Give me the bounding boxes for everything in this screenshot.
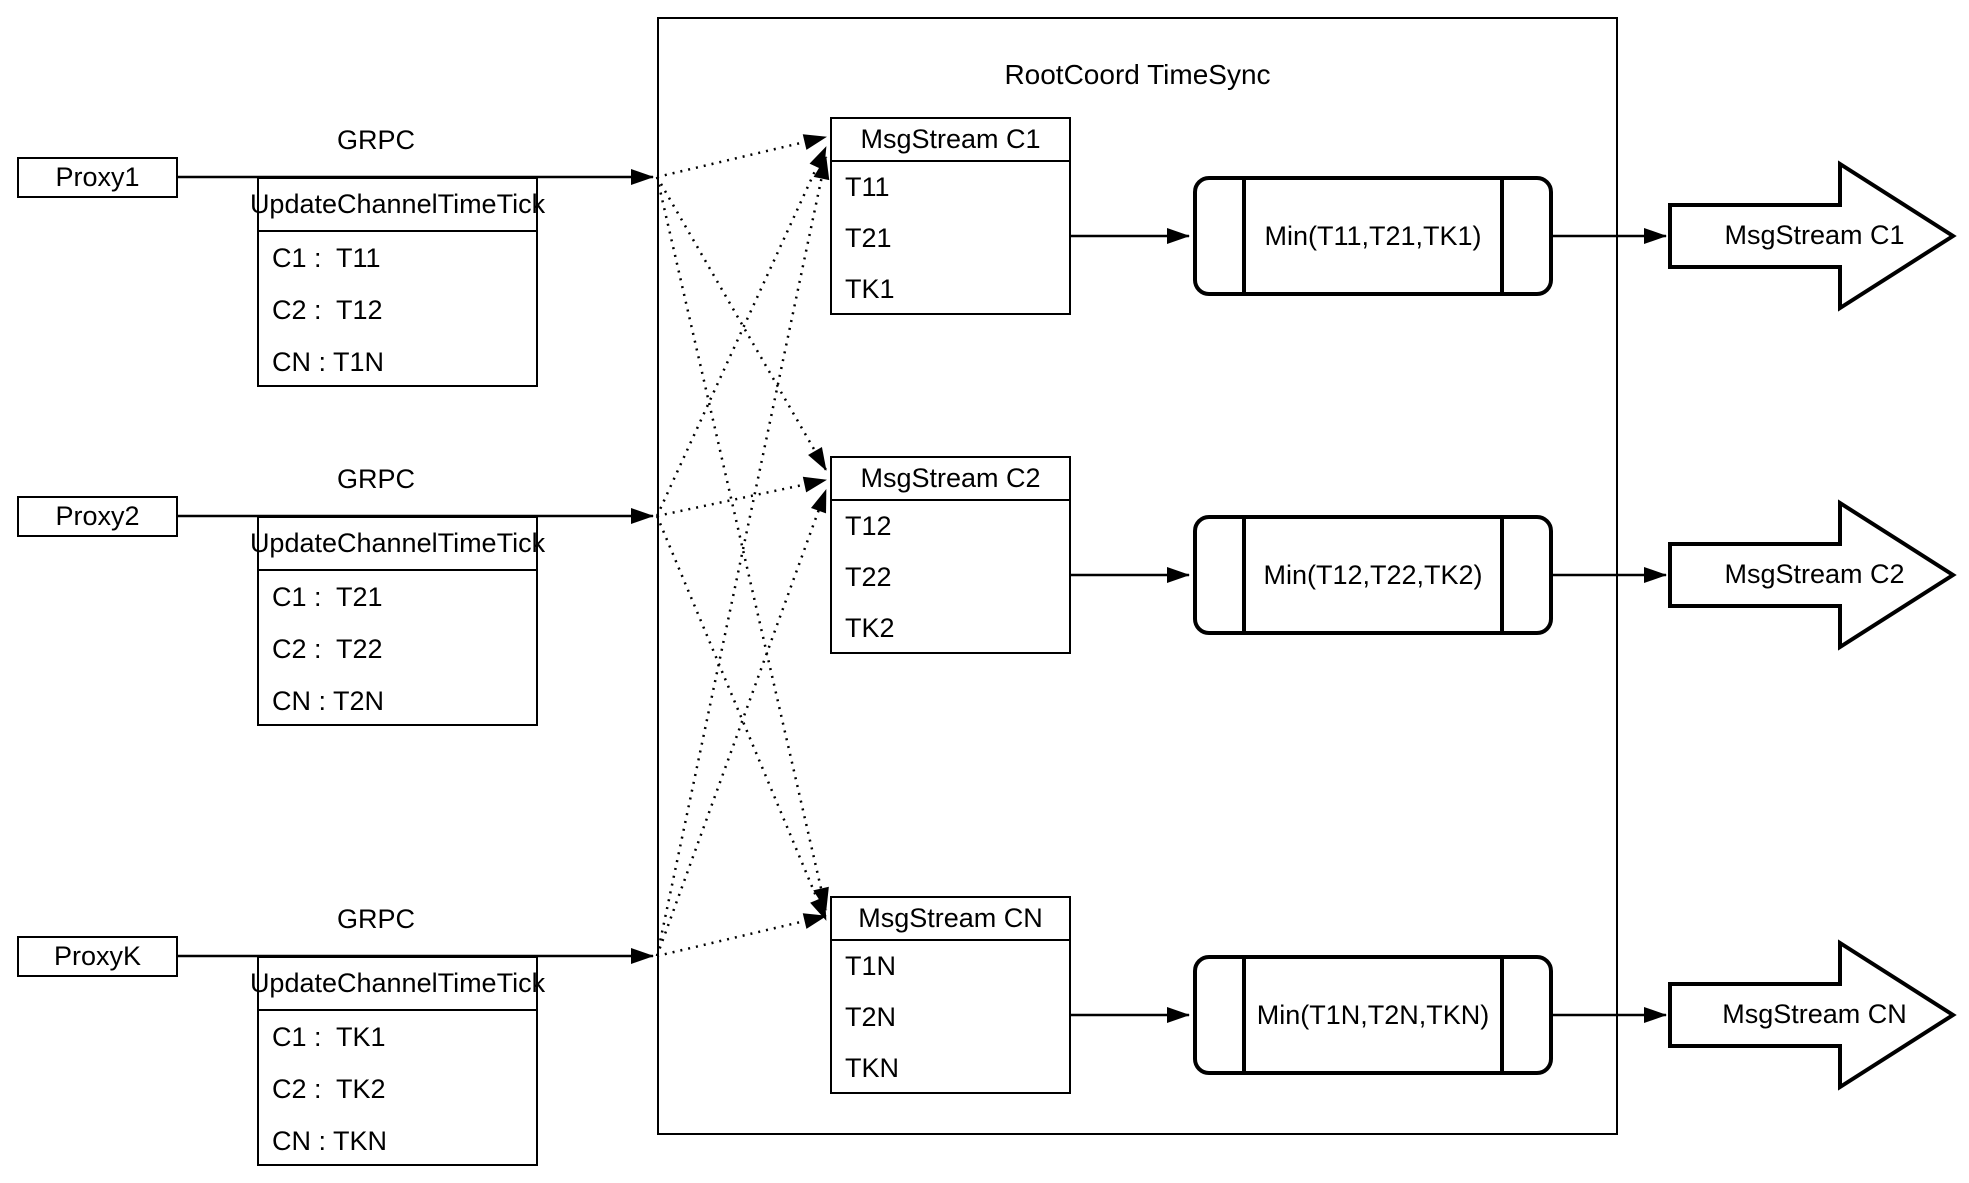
table-row: T22	[845, 562, 892, 592]
min-label-c2: Min(T12,T22,TK2)	[1263, 559, 1483, 590]
table-row: CN : T1N	[272, 346, 385, 377]
output-arrow-c2	[1668, 499, 1957, 651]
proxyk-label: ProxyK	[53, 941, 142, 971]
table-row: C1 : T21	[272, 581, 383, 612]
min-node-c2: Min(T12,T22,TK2)	[1193, 515, 1553, 635]
dotted-link-p1-cn	[655, 176, 829, 911]
proxyk-box: ProxyK	[17, 936, 178, 977]
dotted-link-pk-c1	[655, 156, 830, 957]
table-row: C2 : T12	[272, 294, 383, 325]
table-row: CN : TKN	[272, 1125, 388, 1156]
table-row: TKN	[845, 1053, 899, 1083]
rootcoord-title: RootCoord TimeSync	[1004, 59, 1271, 90]
table-row: TK2	[845, 613, 895, 643]
min-divider-right	[1500, 180, 1504, 292]
min-divider-left	[1242, 959, 1246, 1071]
dotted-link-p2-cn	[655, 515, 828, 921]
min-divider-left	[1242, 519, 1246, 631]
dotted-link-p1-c1	[656, 134, 827, 179]
table-row: TK1	[845, 274, 895, 304]
table-row: C1 : TK1	[272, 1021, 386, 1052]
table-header: UpdateChannelTimeTick	[250, 518, 545, 571]
dotted-link-pk-cn	[656, 913, 827, 958]
table-row: T11	[845, 172, 890, 202]
table-header: MsgStream CN	[832, 898, 1069, 941]
update-channel-timetick-table-3: UpdateChannelTimeTick C1 : TK1 C2 : TK2 …	[250, 956, 545, 1166]
update-channel-timetick-table-1: UpdateChannelTimeTick C1 : T11 C2 : T12 …	[250, 177, 545, 387]
output-arrow-label-c2: MsgStream C2	[1724, 559, 1905, 589]
msgstream-cn-table: MsgStream CN T1N T2N TKN	[830, 896, 1071, 1094]
rootcoord-container: RootCoord TimeSync	[657, 17, 1618, 1135]
output-arrow-label-c1: MsgStream C1	[1724, 220, 1905, 250]
proxy2-label: Proxy2	[55, 501, 140, 531]
table-row: T12	[845, 511, 892, 541]
min-label-cn: Min(T1N,T2N,TKN)	[1256, 999, 1490, 1030]
table-row: T2N	[845, 1002, 897, 1032]
min-divider-right	[1500, 959, 1504, 1071]
table-header: UpdateChannelTimeTick	[250, 179, 545, 232]
grpc-label-3: GRPC	[336, 904, 415, 934]
table-row: C2 : T22	[272, 633, 383, 664]
update-channel-timetick-table-2: UpdateChannelTimeTick C1 : T21 C2 : T22 …	[250, 516, 545, 726]
min-divider-right	[1500, 519, 1504, 631]
table-row: CN : T2N	[272, 685, 385, 716]
output-arrow-cn	[1668, 939, 1957, 1091]
table-header: MsgStream C1	[832, 119, 1069, 162]
min-node-cn: Min(T1N,T2N,TKN)	[1193, 955, 1553, 1075]
msgstream-c1-table: MsgStream C1 T11 T21 TK1	[830, 117, 1071, 315]
output-arrow-c1	[1668, 160, 1957, 312]
grpc-label-2: GRPC	[336, 464, 415, 494]
dotted-link-p1-c2	[655, 176, 828, 471]
table-row: T21	[845, 223, 892, 253]
table-header: MsgStream C2	[832, 458, 1069, 501]
proxy2-box: Proxy2	[17, 496, 178, 537]
proxy1-label: Proxy1	[55, 162, 140, 192]
output-arrow-label-cn: MsgStream CN	[1722, 999, 1907, 1029]
grpc-label-1: GRPC	[336, 125, 415, 155]
min-node-c1: Min(T11,T21,TK1)	[1193, 176, 1553, 296]
table-header: UpdateChannelTimeTick	[250, 958, 545, 1011]
table-row: T1N	[845, 951, 897, 981]
msgstream-c2-table: MsgStream C2 T12 T22 TK2	[830, 456, 1071, 654]
min-divider-left	[1242, 180, 1246, 292]
min-label-c1: Min(T11,T21,TK1)	[1264, 220, 1482, 251]
table-row: C1 : T11	[272, 242, 381, 273]
proxy1-box: Proxy1	[17, 157, 178, 198]
table-row: C2 : TK2	[272, 1073, 386, 1104]
